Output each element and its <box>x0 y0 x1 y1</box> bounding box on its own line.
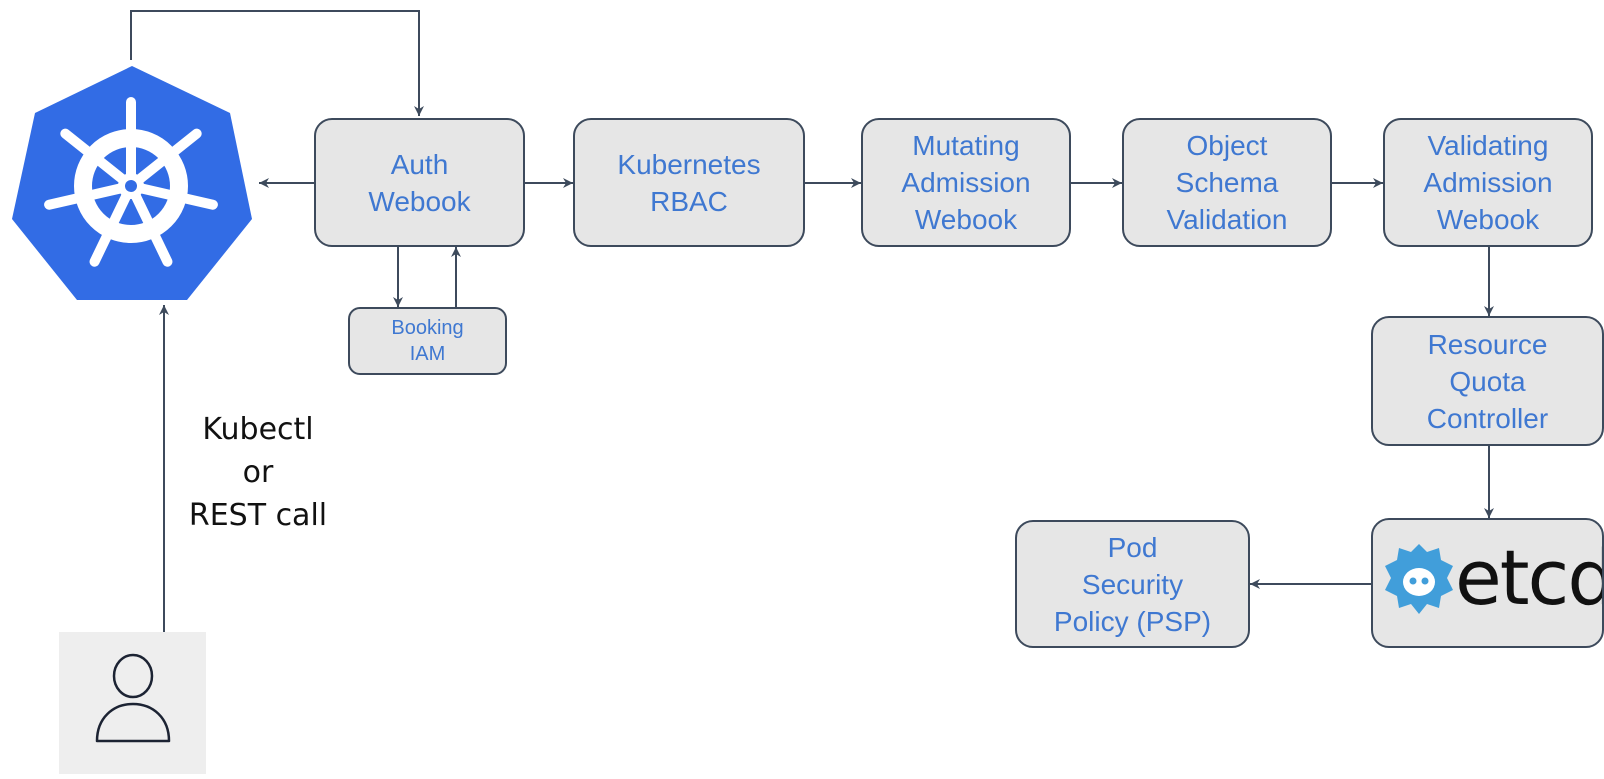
pod-security-policy-label: Pod Security Policy (PSP) <box>1053 531 1212 637</box>
mutating-admission-webhook-node: Mutating Admission Webook <box>861 118 1071 247</box>
k8s-to-auth-arrow <box>130 10 424 116</box>
booking-iam-node: Booking IAM <box>348 307 507 375</box>
auth-webhook-label: Auth Webook <box>368 148 471 217</box>
validating-admission-webhook-label: Validating Admission Webook <box>1423 130 1553 235</box>
kubernetes-rbac-node: Kubernetes RBAC <box>573 118 805 247</box>
etcd-logo-icon <box>1385 544 1453 614</box>
resource-quota-controller-label: Resource Quota Controller <box>1426 328 1549 434</box>
user-icon <box>95 653 171 743</box>
client-request-label: Kubectl or REST call <box>188 412 328 533</box>
user-tile <box>59 632 206 774</box>
etcd-node: etcd <box>1371 518 1604 648</box>
object-schema-validation-node: Object Schema Validation <box>1122 118 1332 247</box>
auth-webhook-node: Auth Webook <box>314 118 525 247</box>
mutating-admission-webhook-label: Mutating Admission Webook <box>901 130 1031 235</box>
validating-admission-webhook-node: Validating Admission Webook <box>1383 118 1593 247</box>
booking-iam-label: Booking IAM <box>391 317 464 365</box>
etcd-label: etcd <box>1455 533 1604 622</box>
kubernetes-rbac-label: Kubernetes RBAC <box>617 148 761 217</box>
resource-quota-controller-node: Resource Quota Controller <box>1371 316 1604 446</box>
object-schema-validation-label: Object Schema Validation <box>1166 130 1288 235</box>
pod-security-policy-node: Pod Security Policy (PSP) <box>1015 520 1250 648</box>
kubernetes-logo-icon <box>12 66 252 300</box>
